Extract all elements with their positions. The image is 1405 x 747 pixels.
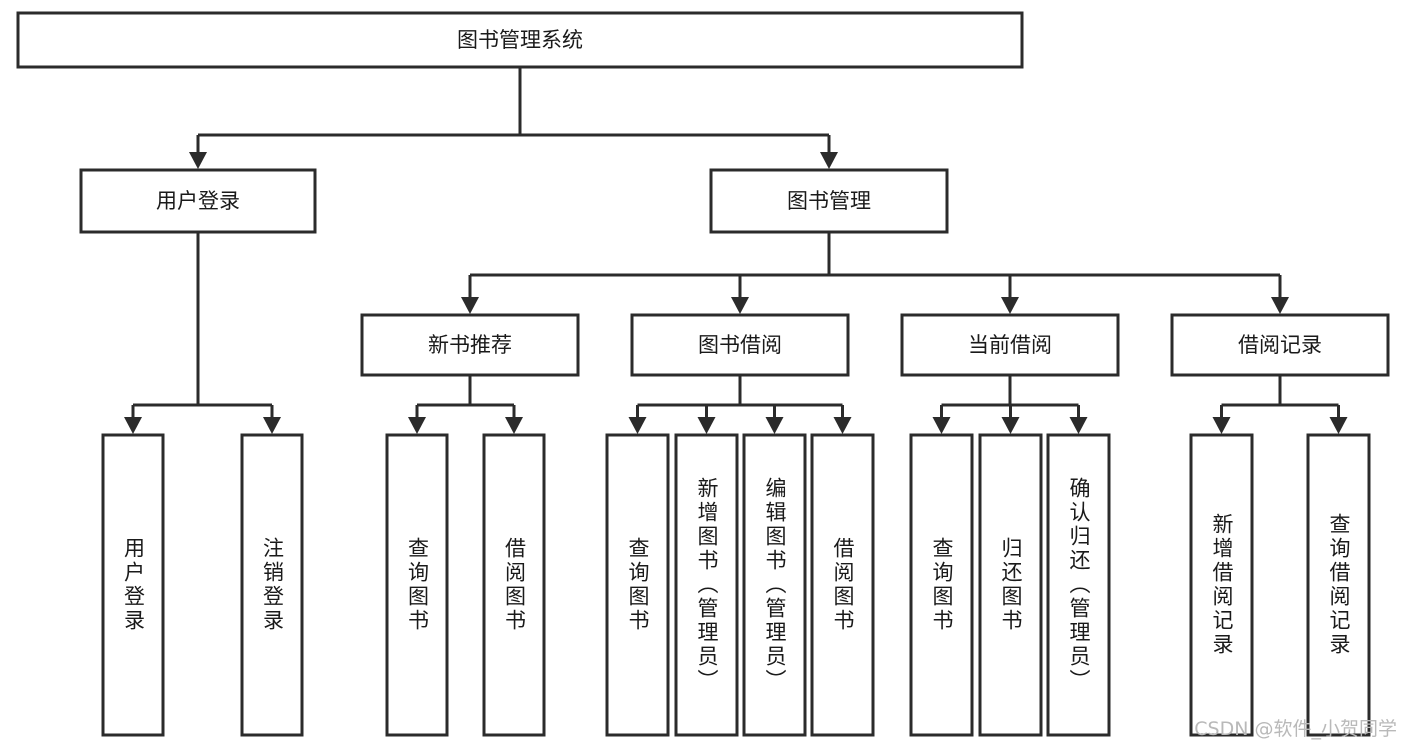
leaf-node-8[interactable] xyxy=(909,433,974,737)
arrowhead-icon xyxy=(932,417,951,434)
level3-node-1[interactable]: 图书借阅 xyxy=(630,313,850,377)
leaf-node-4[interactable] xyxy=(605,433,670,737)
leaf-node-1[interactable] xyxy=(240,433,304,737)
arrowhead-icon xyxy=(1212,417,1231,434)
leaf-node-0-box[interactable] xyxy=(101,433,165,737)
connector-group xyxy=(461,232,1289,314)
leaf-node-9[interactable] xyxy=(978,433,1043,737)
level3-node-0-box[interactable] xyxy=(360,313,580,377)
leaf-node-7-box[interactable] xyxy=(810,433,875,737)
arrowhead-icon xyxy=(833,417,852,434)
level2-node-0-label: 用户登录 xyxy=(156,189,240,213)
watermark-text: CSDN @软件_小贺同学 xyxy=(1194,718,1397,740)
level2-node-0[interactable]: 用户登录 xyxy=(79,168,317,234)
arrowhead-icon xyxy=(1271,297,1289,314)
leaf-node-5-box[interactable] xyxy=(674,433,739,737)
connector-group xyxy=(408,375,523,434)
leaf-node-2[interactable] xyxy=(385,433,449,737)
root-node-box[interactable] xyxy=(16,11,1024,69)
leaf-node-11[interactable] xyxy=(1189,433,1254,737)
leaf-node-0[interactable] xyxy=(101,433,165,737)
arrowhead-icon xyxy=(628,417,647,434)
arrowhead-icon xyxy=(731,297,749,314)
leaf-node-10-box[interactable] xyxy=(1046,433,1111,737)
root-node-label: 图书管理系统 xyxy=(457,28,583,52)
leaf-node-7[interactable] xyxy=(810,433,875,737)
level3-node-1-label: 图书借阅 xyxy=(698,333,782,357)
level3-node-0-label: 新书推荐 xyxy=(428,333,512,357)
arrowhead-icon xyxy=(408,417,426,434)
level3-node-2-box[interactable] xyxy=(900,313,1120,377)
leaf-node-12[interactable] xyxy=(1306,433,1371,737)
connector-group xyxy=(628,375,852,434)
level2-node-1-box[interactable] xyxy=(709,168,949,234)
arrowhead-icon xyxy=(189,152,207,169)
leaf-node-8-box[interactable] xyxy=(909,433,974,737)
level3-node-2-label: 当前借阅 xyxy=(968,333,1052,357)
connector-group xyxy=(124,232,281,434)
leaf-node-6[interactable] xyxy=(742,433,807,737)
arrowhead-icon xyxy=(1069,417,1088,434)
arrowhead-icon xyxy=(820,152,838,169)
arrowhead-icon xyxy=(1001,297,1019,314)
leaf-node-4-box[interactable] xyxy=(605,433,670,737)
root-node[interactable]: 图书管理系统 xyxy=(16,11,1024,69)
arrowhead-icon xyxy=(1001,417,1020,434)
arrowhead-icon xyxy=(263,417,281,434)
leaf-node-9-box[interactable] xyxy=(978,433,1043,737)
leaf-node-12-box[interactable] xyxy=(1306,433,1371,737)
leaf-node-6-box[interactable] xyxy=(742,433,807,737)
arrowhead-icon xyxy=(124,417,142,434)
arrowhead-icon xyxy=(697,417,716,434)
connector-group xyxy=(932,375,1088,434)
edges-layer xyxy=(124,67,1348,434)
connector-group xyxy=(189,67,838,169)
arrowhead-icon xyxy=(765,417,784,434)
level3-node-2[interactable]: 当前借阅 xyxy=(900,313,1120,377)
leaf-node-1-box[interactable] xyxy=(240,433,304,737)
level3-node-1-box[interactable] xyxy=(630,313,850,377)
leaf-node-10[interactable] xyxy=(1046,433,1111,737)
leaf-node-11-box[interactable] xyxy=(1189,433,1254,737)
level3-node-0[interactable]: 新书推荐 xyxy=(360,313,580,377)
level2-node-1-label: 图书管理 xyxy=(787,189,871,213)
level2-node-0-box[interactable] xyxy=(79,168,317,234)
arrowhead-icon xyxy=(461,297,479,314)
arrowhead-icon xyxy=(1329,417,1348,434)
level3-node-3[interactable]: 借阅记录 xyxy=(1170,313,1390,377)
leaf-node-2-box[interactable] xyxy=(385,433,449,737)
leaf-node-3-box[interactable] xyxy=(482,433,546,737)
level3-node-3-label: 借阅记录 xyxy=(1238,333,1322,357)
arrowhead-icon xyxy=(505,417,523,434)
leaf-node-3[interactable] xyxy=(482,433,546,737)
leaf-node-5[interactable] xyxy=(674,433,739,737)
connector-group xyxy=(1212,375,1348,434)
level3-node-3-box[interactable] xyxy=(1170,313,1390,377)
level2-node-1[interactable]: 图书管理 xyxy=(709,168,949,234)
